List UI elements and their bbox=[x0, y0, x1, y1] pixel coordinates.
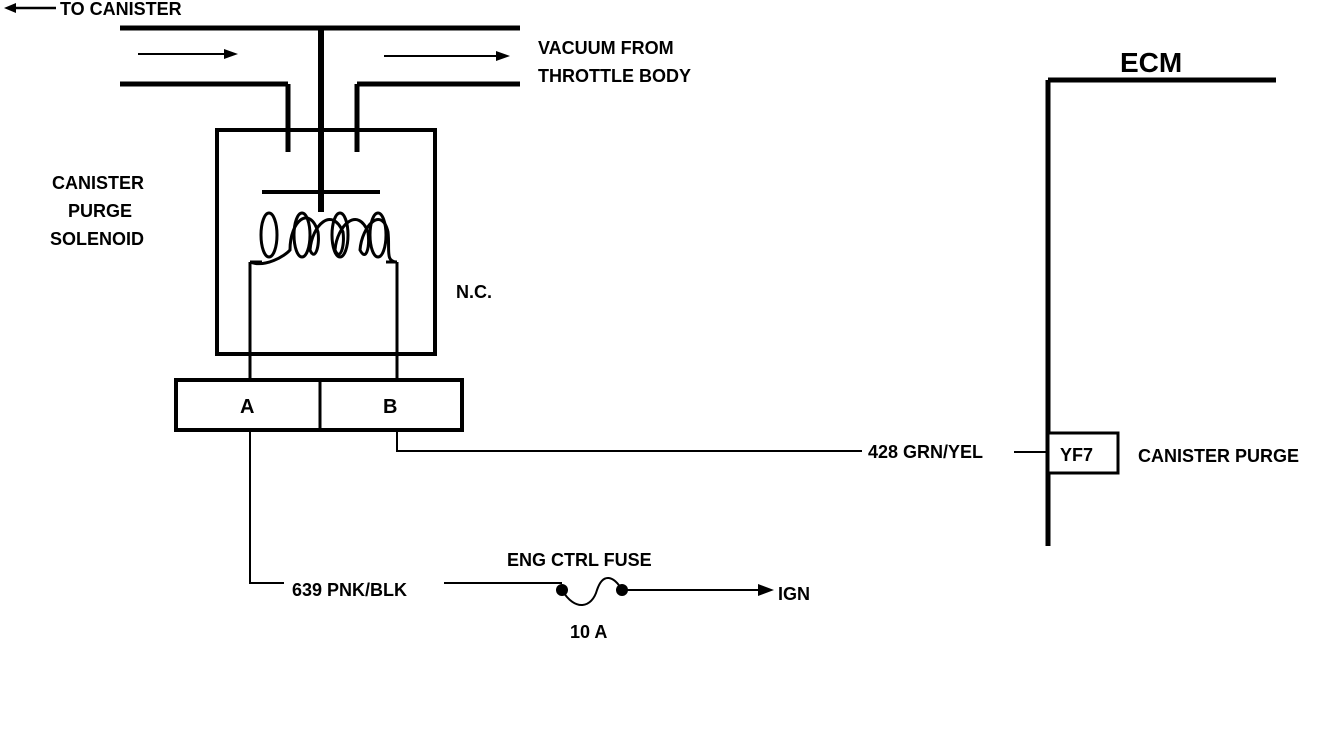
vacuum-label-line2: THROTTLE BODY bbox=[538, 66, 691, 86]
wire-428 bbox=[396, 430, 1048, 453]
flow-arrow-right bbox=[384, 51, 510, 61]
ecm-pin-box bbox=[1046, 431, 1120, 475]
to-canister-label: TO CANISTER bbox=[60, 0, 182, 19]
flow-arrow-left bbox=[138, 49, 238, 59]
ecm-label: ECM bbox=[1120, 47, 1182, 78]
solenoid-coil-loops bbox=[259, 211, 388, 259]
pin-a-label: A bbox=[240, 396, 254, 418]
fuse-rating-label: 10 A bbox=[570, 622, 607, 642]
coil-leads bbox=[248, 260, 399, 380]
wire-428-label: 428 GRN/YEL bbox=[868, 442, 983, 462]
normally-closed-label: N.C. bbox=[456, 282, 492, 302]
wire-639 bbox=[249, 430, 562, 584]
ign-arrow bbox=[622, 584, 774, 596]
ecm-outline bbox=[1045, 77, 1276, 546]
vacuum-pipe-top bbox=[120, 25, 520, 152]
solenoid-connector bbox=[174, 378, 464, 432]
ecm-pin-function-label: CANISTER PURGE bbox=[1138, 446, 1299, 466]
solenoid-label-line1: CANISTER bbox=[52, 173, 144, 193]
fuse-icon bbox=[556, 577, 628, 606]
ign-label: IGN bbox=[778, 584, 810, 604]
vacuum-label-line1: VACUUM FROM bbox=[538, 38, 674, 58]
solenoid-plunger bbox=[262, 28, 380, 212]
ecm-pin-label: YF7 bbox=[1060, 445, 1093, 465]
solenoid-label-line3: SOLENOID bbox=[50, 229, 144, 249]
wire-639-label: 639 PNK/BLK bbox=[292, 580, 407, 600]
to-canister-arrow bbox=[4, 3, 56, 13]
solenoid-housing bbox=[215, 128, 437, 356]
fuse-name-label: ENG CTRL FUSE bbox=[507, 550, 652, 570]
solenoid-label-line2: PURGE bbox=[68, 201, 132, 221]
pin-b-label: B bbox=[383, 396, 397, 418]
